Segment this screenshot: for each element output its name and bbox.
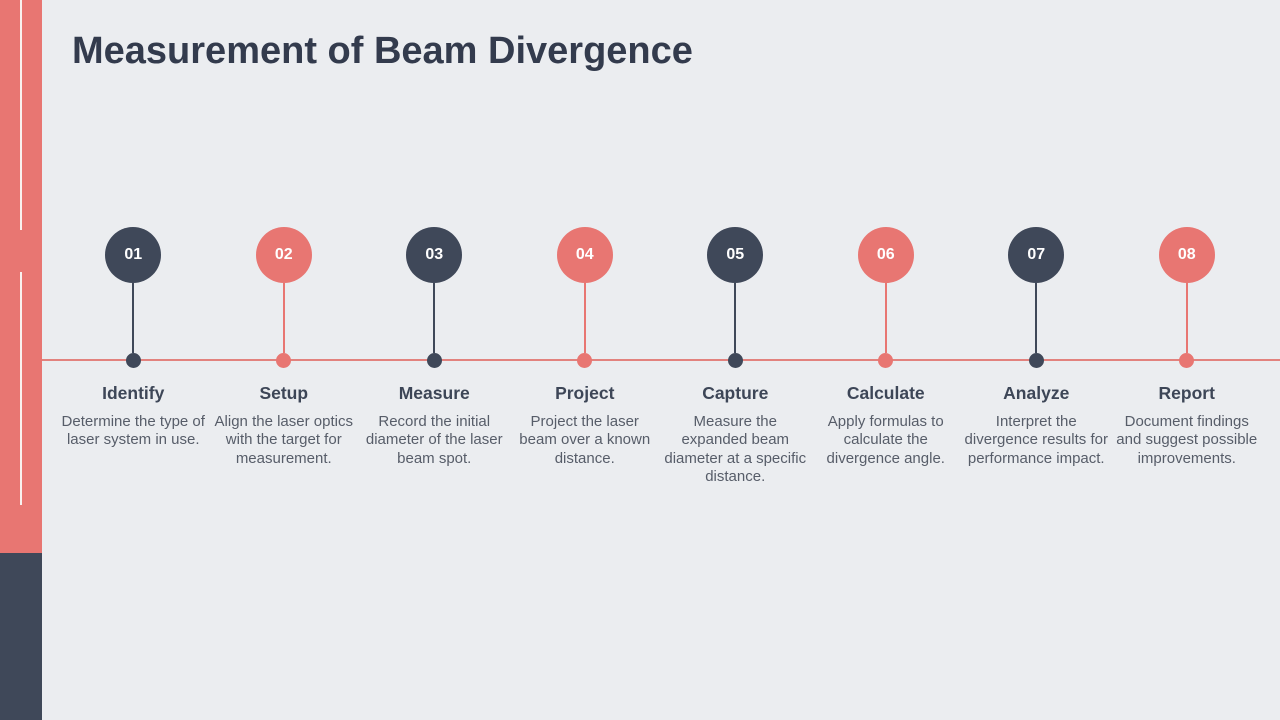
timeline-step: 04 Project Project the laser beam over a… bbox=[510, 227, 661, 487]
step-timeline-dot bbox=[878, 352, 894, 368]
timeline-step: 02 Setup Align the laser optics with the… bbox=[209, 227, 360, 487]
step-timeline-dot bbox=[1028, 352, 1044, 368]
step-title: Capture bbox=[702, 382, 769, 403]
step-title: Identify bbox=[102, 382, 165, 403]
timeline-step: 07 Analyze Interpret the divergence resu… bbox=[961, 227, 1112, 487]
step-number-badge: 07 bbox=[1008, 227, 1065, 283]
step-connector-stem bbox=[433, 283, 436, 353]
step-description: Project the laser beam over a known dist… bbox=[519, 412, 651, 467]
step-number-badge: 01 bbox=[105, 227, 162, 283]
step-title: Setup bbox=[259, 382, 309, 403]
step-number-badge: 04 bbox=[556, 227, 613, 283]
step-timeline-dot bbox=[1179, 352, 1195, 368]
step-connector-stem bbox=[734, 283, 737, 353]
step-number-badge: 02 bbox=[255, 227, 312, 283]
step-timeline-dot bbox=[577, 352, 593, 368]
step-description: Determine the type of laser system in us… bbox=[61, 412, 205, 449]
left-accent-bar-navy bbox=[0, 553, 42, 720]
timeline-step: 08 Report Document findings and suggest … bbox=[1112, 227, 1263, 487]
accent-bar-divider-line-bottom bbox=[20, 272, 22, 505]
step-connector-stem bbox=[1035, 283, 1038, 353]
step-timeline-dot bbox=[727, 352, 743, 368]
step-description: Measure the expanded beam diameter at a … bbox=[664, 412, 807, 486]
step-connector-stem bbox=[884, 283, 887, 353]
step-title: Calculate bbox=[846, 382, 925, 403]
step-timeline-dot bbox=[426, 352, 442, 368]
step-connector-stem bbox=[132, 283, 135, 353]
step-number-badge: 05 bbox=[707, 227, 764, 283]
step-number-badge: 03 bbox=[406, 227, 463, 283]
page-title: Measurement of Beam Divergence bbox=[72, 30, 693, 72]
step-description: Document findings and suggest possible i… bbox=[1116, 412, 1258, 467]
step-description: Record the initial diameter of the laser… bbox=[365, 412, 503, 467]
step-description: Apply formulas to calculate the divergen… bbox=[826, 412, 945, 467]
accent-bar-divider-line-top bbox=[20, 0, 22, 230]
timeline-base-line bbox=[42, 359, 1280, 361]
step-connector-stem bbox=[282, 283, 285, 353]
step-timeline-dot bbox=[125, 352, 141, 368]
step-description: Interpret the divergence results for per… bbox=[964, 412, 1108, 467]
step-title: Report bbox=[1158, 382, 1215, 403]
timeline-step: 06 Calculate Apply formulas to calculate… bbox=[811, 227, 962, 487]
step-connector-stem bbox=[1185, 283, 1188, 353]
step-title: Analyze bbox=[1003, 382, 1070, 403]
step-title: Measure bbox=[398, 382, 470, 403]
step-title: Project bbox=[555, 382, 615, 403]
step-connector-stem bbox=[583, 283, 586, 353]
step-number-badge: 08 bbox=[1158, 227, 1215, 283]
timeline-step: 03 Measure Record the initial diameter o… bbox=[359, 227, 510, 487]
timeline-step: 01 Identify Determine the type of laser … bbox=[58, 227, 209, 487]
timeline-step: 05 Capture Measure the expanded beam dia… bbox=[660, 227, 811, 487]
timeline-steps: 01 Identify Determine the type of laser … bbox=[58, 227, 1262, 487]
step-number-badge: 06 bbox=[857, 227, 914, 283]
step-timeline-dot bbox=[276, 352, 292, 368]
step-description: Align the laser optics with the target f… bbox=[214, 412, 353, 467]
